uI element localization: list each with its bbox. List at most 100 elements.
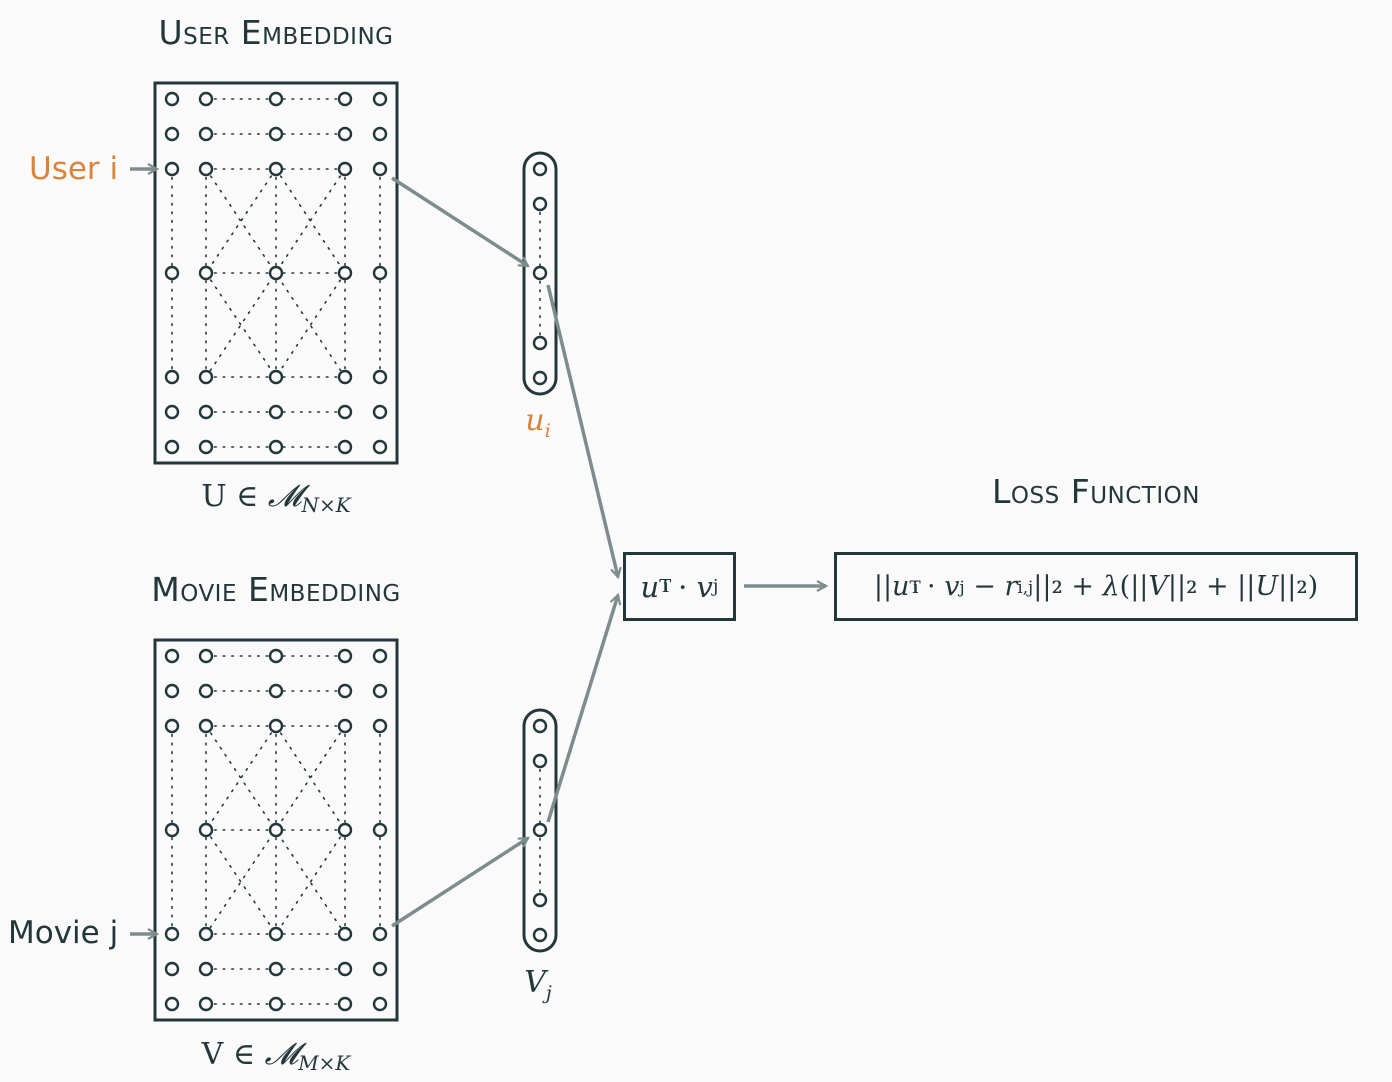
dot-v-sub: j — [712, 576, 719, 597]
loss-p2: || — [1033, 571, 1052, 602]
movie-vector-to-dot-arrow — [546, 595, 618, 823]
movie-vector-element — [532, 822, 548, 838]
user-vector-element — [532, 265, 548, 281]
user-matrix-cell — [268, 439, 284, 455]
movie-matrix-dims: M×K — [298, 1051, 351, 1075]
movie-matrix-diagonal-ellipsis — [275, 725, 346, 831]
movie-matrix-cell — [337, 926, 353, 942]
user-matrix-cell — [337, 265, 353, 281]
movie-matrix-space: 𝓜 — [264, 1037, 299, 1072]
movie-matrix-cell — [164, 648, 180, 664]
loss-u: u — [892, 571, 910, 602]
user-matrix-cell — [164, 404, 180, 420]
loss-plus1: + — [1062, 571, 1103, 602]
loss-close: ) — [1307, 571, 1319, 602]
loss-sq3: 2 — [1296, 576, 1307, 597]
user-matrix-cell — [268, 369, 284, 385]
movie-matrix-diagonal-ellipsis — [205, 725, 346, 935]
loss-V: V — [1148, 571, 1168, 602]
movie-matrix-diagonal-ellipsis — [205, 829, 277, 935]
dot-v: v — [696, 569, 713, 604]
movie-matrix-cell — [372, 683, 388, 699]
user-vector-frame — [522, 151, 558, 396]
user-matrix-dims: N×K — [301, 493, 351, 517]
loss-r-sub: i,j — [1017, 576, 1034, 597]
movie-matrix-cell — [198, 926, 214, 942]
user-matrix-diagonal-ellipsis — [275, 168, 346, 274]
user-matrix-cell — [372, 404, 388, 420]
user-embedding-heading: User Embedding — [158, 13, 394, 52]
user-matrix-cell — [268, 161, 284, 177]
loss-v-sub: j — [959, 576, 965, 597]
user-vector-base: u — [525, 403, 545, 438]
movie-matrix-cell — [268, 926, 284, 942]
loss-v: v — [944, 571, 960, 602]
movie-matrix-diagonal-ellipsis — [275, 829, 346, 935]
movie-matrix-cell — [372, 996, 388, 1012]
user-matrix-cell — [372, 265, 388, 281]
movie-vector-element — [532, 892, 548, 908]
movie-matrix-symbol: V ∈ — [201, 1037, 265, 1072]
loss-p1: || — [873, 571, 893, 602]
user-vector-element — [532, 196, 548, 212]
movie-vector-frame — [522, 708, 558, 953]
loss-r: r — [1004, 571, 1018, 602]
user-vector-element — [532, 370, 548, 386]
movie-matrix-cell — [372, 718, 388, 734]
user-matrix-cell — [337, 439, 353, 455]
movie-matrix-cell — [164, 961, 180, 977]
user-matrix-cell — [164, 369, 180, 385]
loss-plus2: + || — [1197, 571, 1256, 602]
loss-u-sup: T — [909, 576, 921, 597]
movie-matrix-cell — [164, 926, 180, 942]
user-matrix-cell — [164, 126, 180, 142]
movie-embedding-matrix — [153, 638, 399, 1022]
user-matrix-cell — [337, 126, 353, 142]
user-vector-ui — [522, 151, 558, 396]
user-matrix-caption: U ∈ 𝓜N×K — [201, 482, 351, 517]
movie-vector-element — [532, 753, 548, 769]
loss-lambda: λ — [1102, 571, 1120, 602]
user-matrix-cell — [372, 439, 388, 455]
movie-matrix-cell — [268, 718, 284, 734]
user-matrix-cell — [198, 369, 214, 385]
user-vector-to-dot-arrow — [546, 284, 618, 577]
user-matrix-cell — [337, 91, 353, 107]
loss-sq1: 2 — [1051, 576, 1063, 597]
movie-row-to-vector-arrow — [391, 836, 528, 928]
movie-matrix-cell — [198, 996, 214, 1012]
user-vector-label: ui — [525, 406, 550, 441]
user-row-to-vector-arrow — [391, 176, 528, 268]
loss-open: (|| — [1119, 571, 1149, 602]
movie-matrix-cell — [164, 683, 180, 699]
user-matrix-cell — [198, 126, 214, 142]
movie-matrix-cell — [268, 996, 284, 1012]
movie-matrix-cell — [198, 648, 214, 664]
user-embedding-matrix — [153, 81, 399, 465]
movie-matrix-cell — [372, 926, 388, 942]
user-matrix-diagonal-ellipsis — [205, 168, 277, 274]
dot-u-sup: T — [659, 576, 672, 597]
movie-matrix-cell — [372, 648, 388, 664]
movie-matrix-cell — [372, 961, 388, 977]
loss-sq2: 2 — [1186, 576, 1197, 597]
movie-matrix-cell — [268, 648, 284, 664]
user-matrix-cell — [372, 369, 388, 385]
user-matrix-cell — [164, 265, 180, 281]
user-matrix-diagonal-ellipsis — [205, 168, 346, 378]
movie-matrix-diagonal-ellipsis — [205, 725, 346, 935]
movie-matrix-cell — [198, 961, 214, 977]
loss-sb2: 2 — [1186, 576, 1198, 597]
user-matrix-cell — [198, 265, 214, 281]
movie-matrix-cell — [337, 648, 353, 664]
user-matrix-cell — [198, 91, 214, 107]
movie-vector-element — [532, 718, 548, 734]
movie-matrix-cell — [337, 718, 353, 734]
movie-matrix-cell — [164, 718, 180, 734]
movie-matrix-cell — [372, 822, 388, 838]
movie-matrix-frame — [153, 638, 399, 1022]
movie-matrix-cell — [337, 996, 353, 1012]
user-matrix-diagonal-ellipsis — [275, 272, 346, 378]
user-matrix-cell — [164, 439, 180, 455]
